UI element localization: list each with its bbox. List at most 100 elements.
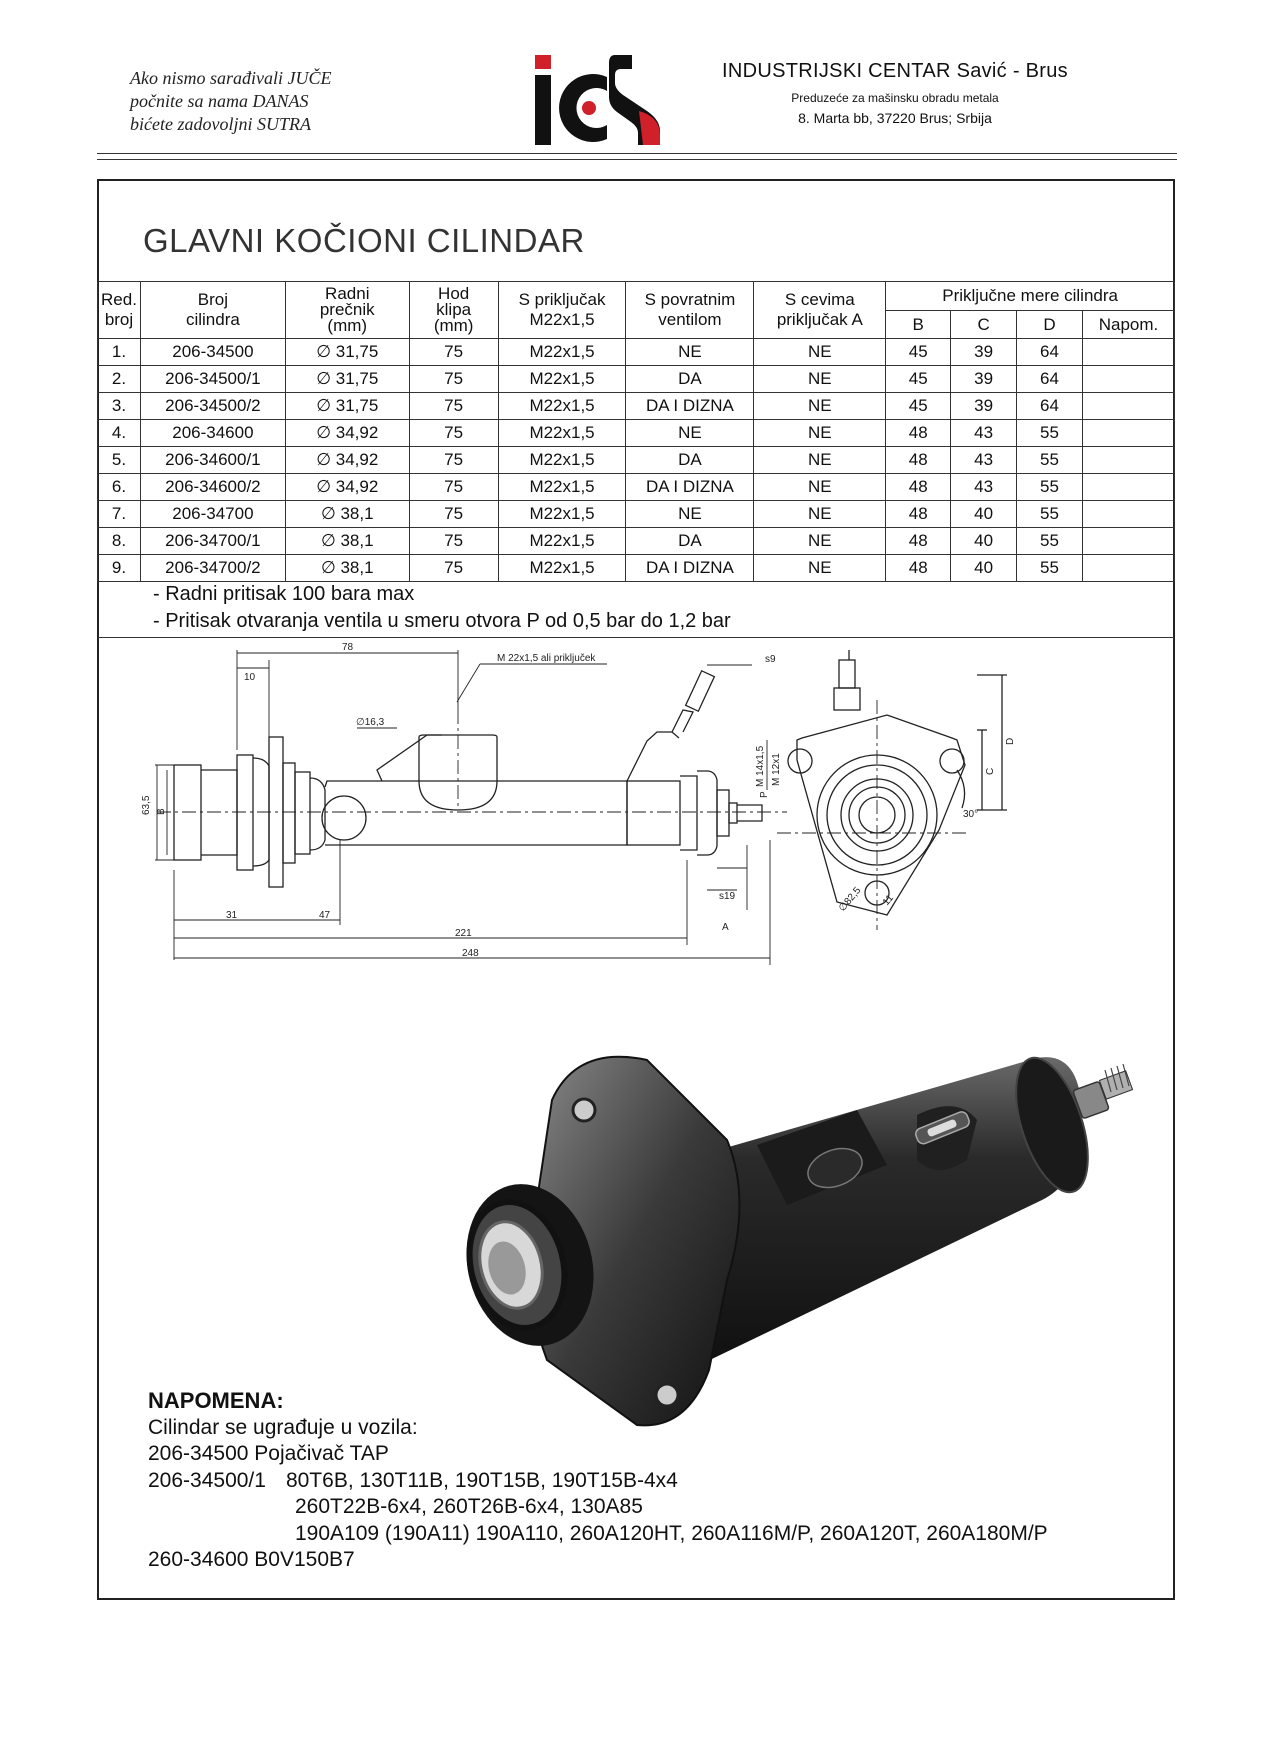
table-cell-hod: 75 bbox=[408, 527, 499, 555]
pressure-notes: - Radni pritisak 100 bara max - Pritisak… bbox=[153, 581, 731, 635]
table-cell-ventil: NE bbox=[625, 419, 755, 447]
table-cell-napom bbox=[1081, 365, 1176, 393]
dim-p: P bbox=[759, 791, 770, 798]
table-cell-hod: 75 bbox=[408, 500, 499, 528]
table-cell-d: 64 bbox=[1016, 338, 1083, 366]
table-cell-ventil: DA bbox=[625, 365, 755, 393]
dim-a: A bbox=[722, 922, 729, 933]
table-cell-d: 55 bbox=[1016, 473, 1083, 501]
dim-c: C bbox=[985, 768, 996, 775]
table-cell-d: 55 bbox=[1016, 554, 1083, 582]
table-cell-d: 55 bbox=[1016, 500, 1083, 528]
table-cell-prik: M22x1,5 bbox=[497, 419, 627, 447]
dim-221: 221 bbox=[455, 928, 472, 939]
company-address: 8. Marta bb, 37220 Brus; Srbija bbox=[798, 110, 992, 126]
table-subheader-row: B C D Napom. bbox=[98, 310, 1176, 339]
table-cell-c: 40 bbox=[950, 500, 1018, 528]
table-cell-broj: 206-34700/1 bbox=[139, 527, 286, 555]
header-rule bbox=[97, 153, 1177, 154]
col-header-b: B bbox=[885, 310, 952, 339]
table-cell-c: 40 bbox=[950, 554, 1018, 582]
table-cell-prik: M22x1,5 bbox=[497, 365, 627, 393]
slogan-line: počnite sa nama DANAS bbox=[130, 91, 309, 111]
section-divider bbox=[97, 637, 1175, 638]
dim-47: 47 bbox=[319, 910, 331, 921]
header-rule bbox=[97, 159, 1177, 160]
company-subtitle: Preduzeće za mašinsku obradu metala bbox=[791, 91, 999, 105]
table-cell-broj: 206-34600 bbox=[139, 419, 286, 447]
napomena-section: NAPOMENA: Cilindar se ugrađuje u vozila:… bbox=[148, 1388, 1048, 1574]
table-cell-hod: 75 bbox=[408, 554, 499, 582]
dim-b: B bbox=[156, 808, 167, 815]
table-cell-ventil: DA bbox=[625, 446, 755, 474]
page-title: GLAVNI KOČIONI CILINDAR bbox=[143, 222, 585, 259]
napomena-line: 260T22B-6x4, 260T26B-6x4, 130A85 bbox=[295, 1495, 643, 1518]
content-frame bbox=[97, 179, 1175, 1600]
table-cell-cevi: NE bbox=[753, 365, 887, 393]
table-cell-prik: M22x1,5 bbox=[497, 392, 627, 420]
table-cell-n: 4. bbox=[97, 419, 141, 447]
table-cell-d: 64 bbox=[1016, 392, 1083, 420]
table-cell-precnik: ∅ 38,1 bbox=[284, 527, 410, 555]
table-cell-b: 45 bbox=[885, 365, 952, 393]
napomena-intro: Cilindar se ugrađuje u vozila: bbox=[148, 1415, 418, 1439]
table-cell-precnik: ∅ 38,1 bbox=[284, 554, 410, 582]
cylinder-photo bbox=[466, 1055, 1134, 1427]
table-cell-ventil: DA I DIZNA bbox=[625, 473, 755, 501]
table-cell-c: 40 bbox=[950, 527, 1018, 555]
dim-31: 31 bbox=[226, 910, 238, 921]
table-cell-ventil: NE bbox=[625, 338, 755, 366]
table-cell-hod: 75 bbox=[408, 338, 499, 366]
table-cell-hod: 75 bbox=[408, 365, 499, 393]
table-cell-b: 48 bbox=[885, 527, 952, 555]
table-cell-prik: M22x1,5 bbox=[497, 473, 627, 501]
table-cell-broj: 206-34600/1 bbox=[139, 446, 286, 474]
table-cell-d: 55 bbox=[1016, 419, 1083, 447]
table-cell-c: 43 bbox=[950, 446, 1018, 474]
note-line: - Radni pritisak 100 bara max bbox=[153, 583, 415, 605]
dim-s9: s9 bbox=[765, 654, 776, 665]
table-cell-n: 6. bbox=[97, 473, 141, 501]
note-line: - Pritisak otvaranja ventila u smeru otv… bbox=[153, 610, 731, 632]
table-cell-c: 39 bbox=[950, 392, 1018, 420]
table-cell-n: 2. bbox=[97, 365, 141, 393]
table-cell-d: 55 bbox=[1016, 446, 1083, 474]
table-cell-precnik: ∅ 31,75 bbox=[284, 338, 410, 366]
table-cell-prik: M22x1,5 bbox=[497, 338, 627, 366]
slogan: Ako nismo sarađivali JUČE počnite sa nam… bbox=[130, 67, 331, 136]
table-cell-n: 9. bbox=[97, 554, 141, 582]
col-header-d: D bbox=[1016, 310, 1083, 339]
col-header-napom: Napom. bbox=[1081, 310, 1176, 339]
table-cell-cevi: NE bbox=[753, 419, 887, 447]
table-cell-prik: M22x1,5 bbox=[497, 500, 627, 528]
cylinder-front-view bbox=[787, 650, 1007, 916]
table-cell-precnik: ∅ 34,92 bbox=[284, 473, 410, 501]
table-cell-prik: M22x1,5 bbox=[497, 527, 627, 555]
table-cell-c: 43 bbox=[950, 419, 1018, 447]
table-cell-b: 48 bbox=[885, 446, 952, 474]
table-cell-napom bbox=[1081, 419, 1176, 447]
dim-diameter-82: ∅82,5 bbox=[837, 885, 864, 914]
table-cell-b: 45 bbox=[885, 338, 952, 366]
table-cell-ventil: DA bbox=[625, 527, 755, 555]
technical-drawing: 78 10 M 22x1,5 ali priključek s9 ∅16,3 6… bbox=[141, 642, 1134, 1427]
table-cell-broj: 206-34500/1 bbox=[139, 365, 286, 393]
table-cell-cevi: NE bbox=[753, 554, 887, 582]
col-header-mere: Priključne mere cilindra bbox=[885, 281, 1175, 311]
table-cell-cevi: NE bbox=[753, 446, 887, 474]
table-cell-precnik: ∅ 31,75 bbox=[284, 392, 410, 420]
cylinder-side-view bbox=[173, 669, 763, 888]
dim-63-5: 63,5 bbox=[141, 795, 152, 815]
